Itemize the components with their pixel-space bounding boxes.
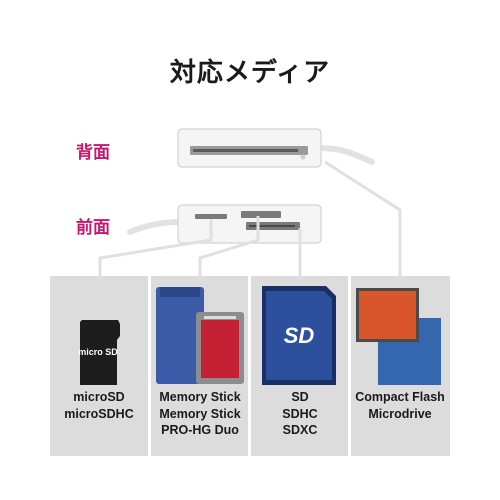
front-label: 前面: [76, 218, 110, 238]
reader-front: [127, 204, 322, 244]
led: [300, 154, 306, 160]
media-line: Memory Stick: [159, 390, 241, 404]
connector-lines: [98, 160, 402, 278]
media-label-microsd: microSD microSDHC: [50, 389, 148, 422]
media-label-compact-flash: Compact Flash Microdrive: [351, 389, 449, 422]
cable: [315, 145, 375, 165]
svg-text:micro SD: micro SD: [78, 347, 118, 357]
panel-divider: [348, 276, 351, 456]
line-microsd: [98, 219, 213, 278]
cf-slot-pins: [193, 149, 298, 152]
microsd-slot: [195, 214, 227, 219]
media-line: PRO-HG Duo: [161, 423, 239, 437]
media-line: Microdrive: [368, 406, 432, 421]
sd-slot-pins: [249, 225, 295, 227]
panel-divider: [148, 276, 151, 456]
line-memory-stick: [198, 216, 260, 278]
media-line: SD: [291, 390, 309, 404]
page-title: 対応メディア: [169, 58, 331, 88]
panel-divider: [248, 276, 251, 456]
media-line: SDXC: [282, 423, 318, 437]
line-compact-flash: [324, 160, 402, 278]
media-line: Memory Stick: [159, 406, 241, 421]
media-label-memory-stick: Memory Stick Memory Stick PRO-HG Duo: [151, 389, 249, 439]
compact-flash-card-icon: [356, 288, 441, 385]
svg-text:SD: SD: [284, 323, 315, 348]
media-line: microSD: [73, 390, 125, 404]
cable: [127, 219, 183, 235]
reader-back: [177, 128, 375, 168]
media-line: microSDHC: [64, 406, 134, 421]
media-label-sd: SD SDHC SDXC: [251, 389, 349, 439]
media-line: Compact Flash: [355, 390, 445, 404]
ms-slot: [241, 211, 281, 218]
sd-card-icon: SD: [262, 286, 336, 385]
media-line: SDHC: [282, 406, 318, 421]
microsd-card-icon: micro SD: [78, 320, 120, 385]
back-label: 背面: [76, 143, 110, 163]
memory-stick-card-icon: [156, 287, 244, 384]
